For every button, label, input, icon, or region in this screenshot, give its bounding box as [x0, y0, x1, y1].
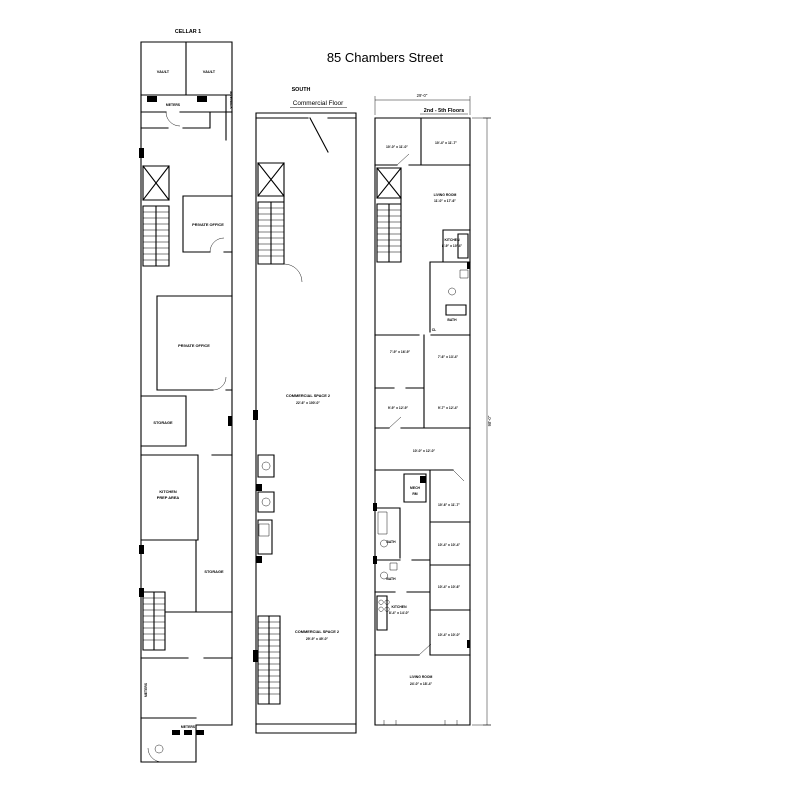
top-dimension-line	[374, 96, 471, 115]
room-dims-living-lower: 24'-0" x 18'-4"	[410, 682, 433, 686]
room-label-closet: CL	[432, 328, 437, 332]
room-label-meters-left: METERS	[144, 682, 148, 697]
room-label-living-upper: LIVING ROOM	[434, 193, 457, 197]
right-dimension-line	[472, 117, 491, 726]
depth-dimension-label: 98'-0"	[487, 415, 492, 426]
room-dims-r2: 9'-7" x 12'-4"	[438, 406, 459, 410]
cellar-plan: CELLAR 1 VAULT VAULT METERS SIDEWALK PRI…	[139, 29, 233, 763]
room-label-meters-top: METERS	[166, 103, 181, 107]
cellar-plan-title: CELLAR 1	[175, 29, 201, 35]
room-dims-bedroom-top-right: 10'-4" x 11'-7"	[435, 141, 457, 145]
room-dims-commercial-space-lower: 29'-9" x 49'-0"	[306, 637, 329, 641]
room-dims-kitchen-lower: 8'-4" x 14'-0"	[389, 611, 410, 615]
cellar-outer-wall	[140, 41, 233, 763]
room-label-mech-line2: RM	[412, 492, 417, 496]
room-dims-kitchen-upper: 8'-9" x 10'-4"	[442, 244, 463, 248]
room-label-kitchen-upper: KITCHEN	[444, 238, 460, 242]
room-label-storage-upper: STORAGE	[153, 420, 173, 425]
room-label-storage-lower: STORAGE	[204, 569, 224, 574]
room-dims-c1: 10'-0" x 12'-0"	[413, 449, 436, 453]
commercial-plan: SOUTH Commercial Floor COMMERCIAL SPACE …	[253, 87, 357, 734]
cellar-elevator-symbol	[142, 165, 170, 201]
cellar-stair-treads	[143, 211, 169, 641]
floors-interior-walls	[374, 117, 471, 656]
room-label-kitchen-line1: KITCHEN	[159, 489, 176, 494]
room-dims-bedroom-top-left: 10'-0" x 11'-0"	[386, 145, 408, 149]
room-dims-l2: 9'-9" x 12'-9"	[388, 406, 409, 410]
room-dims-commercial-space-upper: 22'-6" x 100'-0"	[296, 401, 320, 405]
cellar-door-arcs	[147, 111, 227, 763]
room-label-kitchen-lower: KITCHEN	[391, 605, 407, 609]
floors-outer-wall	[374, 117, 471, 726]
commercial-direction-label: SOUTH	[292, 87, 311, 93]
room-dims-r3: 10'-6" x 11'-7"	[438, 503, 460, 507]
commercial-fixtures	[258, 263, 303, 537]
upper-floors-plan: 29'-0" 2nd - 5th Floors 98'-0" 10'-0" x …	[373, 93, 492, 726]
room-dims-r6: 10'-4" x 10'-0"	[438, 633, 461, 637]
room-label-mech-line1: MECH	[410, 486, 421, 490]
commercial-plan-title: Commercial Floor	[293, 100, 344, 107]
room-dims-r1: 7'-6" x 13'-4"	[438, 355, 459, 359]
room-label-living-lower: LIVING ROOM	[410, 675, 433, 679]
room-label-bath-lower: BATH	[386, 577, 396, 581]
room-label-bath-mid: BATH	[386, 540, 396, 544]
room-label-commercial-space-upper: COMMERCIAL SPACE 2	[286, 393, 331, 398]
room-label-bath-upper: BATH	[447, 318, 457, 322]
room-label-sidewalk: SIDEWALK	[229, 91, 233, 109]
commercial-outer-wall	[255, 112, 357, 734]
drawing-title: 85 Chambers Street	[327, 50, 444, 65]
room-dims-r5: 10'-4" x 10'-6"	[438, 585, 461, 589]
room-label-private-office-upper: PRIVATE OFFICE	[192, 222, 224, 227]
room-dims-r4: 10'-4" x 10'-4"	[438, 543, 461, 547]
floors-fixtures	[377, 153, 469, 725]
commercial-stair-treads	[258, 207, 284, 695]
room-label-meters-bottom: METERS	[181, 725, 196, 729]
room-label-commercial-space-lower: COMMERCIAL SPACE 2	[295, 629, 340, 634]
floors-plan-title: 2nd - 5th Floors	[424, 108, 464, 114]
width-dimension-label: 29'-0"	[417, 93, 428, 98]
commercial-elevator-symbol	[257, 162, 285, 197]
room-label-kitchen-line2: PREP AREA	[157, 495, 180, 500]
floors-stair-treads	[377, 209, 401, 253]
cellar-interior-walls	[140, 41, 233, 719]
room-dims-living-upper: 11'-0" x 17'-6"	[434, 199, 456, 203]
room-label-private-office-lower: PRIVATE OFFICE	[178, 343, 210, 348]
room-label-vault-left: VAULT	[157, 69, 170, 74]
room-dims-l1: 7'-9" x 16'-9"	[390, 350, 411, 354]
floors-elevator-symbol	[376, 167, 402, 199]
room-label-vault-right: VAULT	[203, 69, 216, 74]
